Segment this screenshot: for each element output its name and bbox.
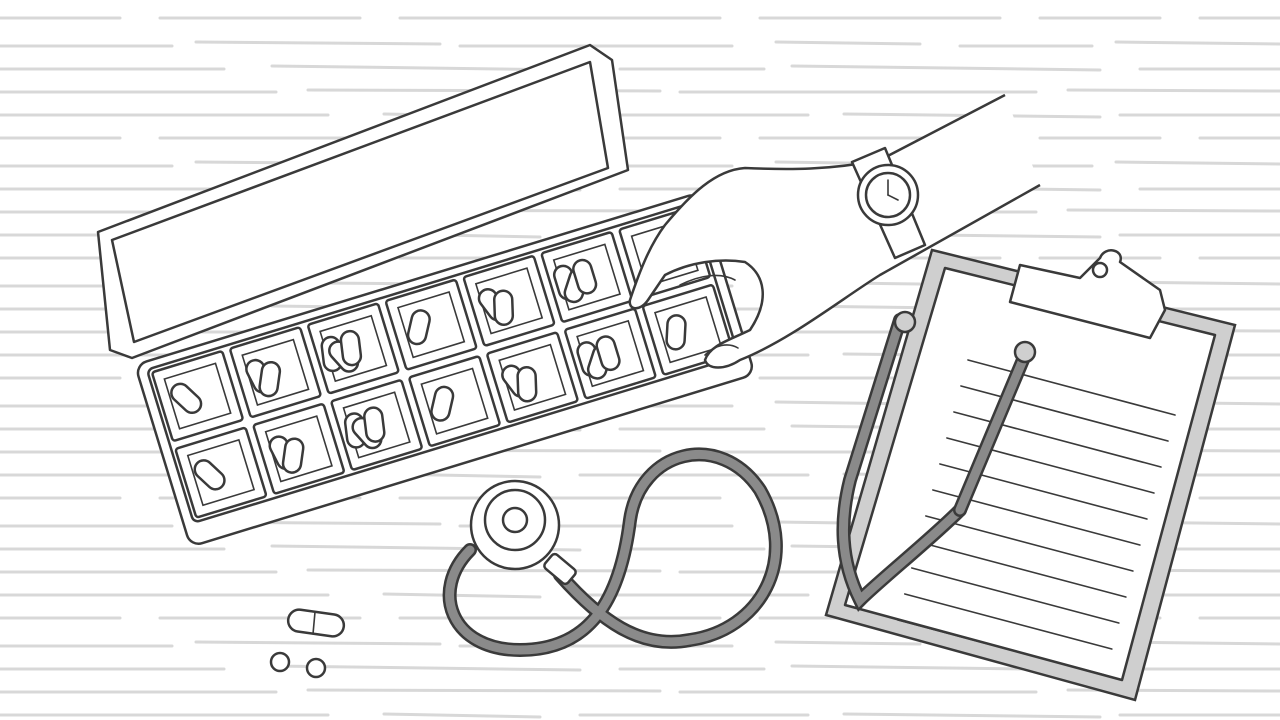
paper-line <box>896 619 1106 676</box>
compartment-floor <box>163 362 232 430</box>
compartment-floor <box>653 296 723 364</box>
capsule <box>281 437 305 474</box>
compartment <box>564 307 657 400</box>
paper-line <box>967 359 1176 416</box>
paper-line <box>904 593 1113 650</box>
grain-line <box>790 64 1102 72</box>
compartment-floor <box>420 367 489 435</box>
compartment <box>540 231 634 323</box>
grain-line <box>382 712 542 719</box>
capsule <box>595 335 621 372</box>
grain-line <box>774 40 922 46</box>
compartment <box>252 403 345 495</box>
capsule <box>339 329 363 367</box>
capsule <box>193 459 226 491</box>
compartment <box>642 284 735 376</box>
grain-line <box>306 568 662 573</box>
capsule <box>430 385 455 422</box>
capsule <box>492 289 515 326</box>
compartment <box>486 331 579 424</box>
compartment <box>330 379 423 471</box>
compartment <box>462 255 556 347</box>
pill-organizer <box>136 194 754 545</box>
compartment-floor <box>186 438 256 507</box>
loose-pills <box>269 608 346 679</box>
compartment <box>151 350 244 442</box>
capsule <box>406 309 431 346</box>
compartment <box>408 355 501 447</box>
grain-line <box>842 712 1102 719</box>
compartment-floor <box>396 290 466 359</box>
paper-line <box>918 541 1127 598</box>
grain-line <box>1114 40 1280 46</box>
capsule <box>516 365 538 403</box>
compartment <box>229 326 322 418</box>
grain-line <box>382 592 542 599</box>
compartment <box>174 426 268 519</box>
stethoscope <box>442 310 1037 658</box>
grain-line <box>1066 208 1280 213</box>
grain-line <box>774 640 922 646</box>
grain-line <box>306 688 662 693</box>
grain-line <box>194 40 442 46</box>
paper-line <box>911 567 1120 624</box>
capsule <box>572 258 598 295</box>
hand <box>628 93 1041 369</box>
wristwatch <box>850 146 927 260</box>
compartment <box>307 302 400 395</box>
capsule <box>170 382 203 415</box>
capsule <box>258 360 282 398</box>
capsule <box>665 314 687 351</box>
paper-line <box>953 411 1162 468</box>
paper-line <box>925 515 1134 572</box>
compartment <box>385 278 478 371</box>
clipboard <box>824 248 1237 702</box>
grain-line <box>194 640 442 646</box>
grain-line <box>1114 160 1280 166</box>
paper-line <box>960 385 1169 442</box>
grain-line <box>1066 88 1280 93</box>
capsule <box>363 406 386 443</box>
pill-organizer-lid <box>96 43 630 360</box>
